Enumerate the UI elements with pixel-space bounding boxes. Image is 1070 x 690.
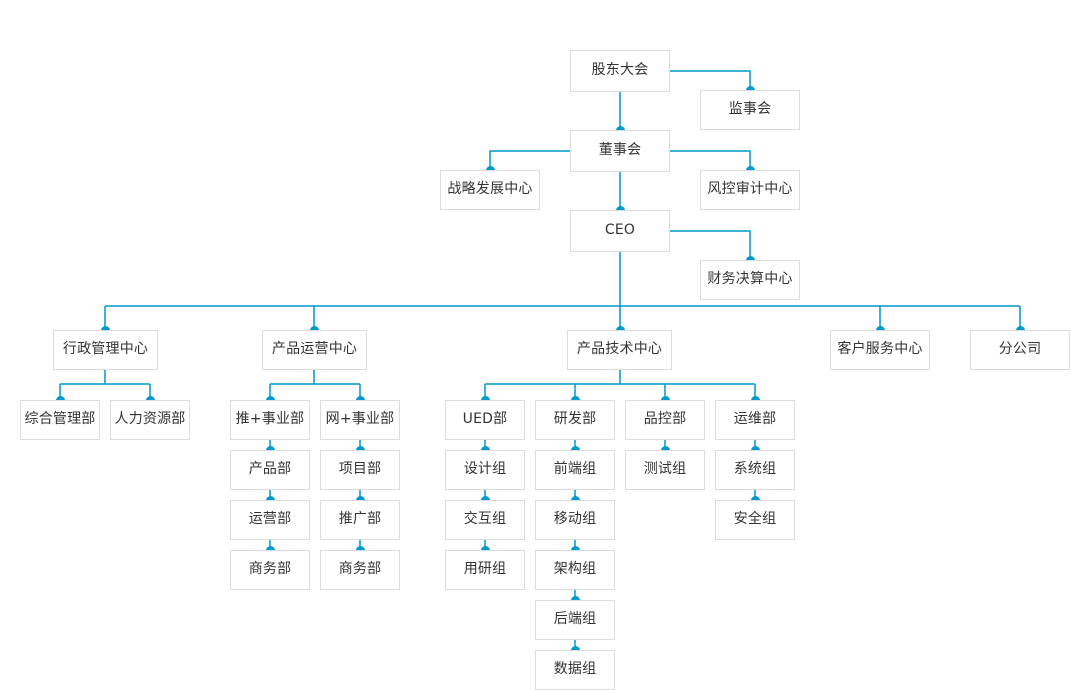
node-interaction-group[interactable]: 交互组 (445, 500, 525, 540)
node-finance-settlement-center[interactable]: 财务决算中心 (700, 260, 800, 300)
node-operations-dept[interactable]: 运营部 (230, 500, 310, 540)
node-board-of-directors[interactable]: 董事会 (570, 130, 670, 172)
node-promotion-dept[interactable]: 推广部 (320, 500, 400, 540)
wire-admin-trunk (59, 370, 151, 400)
node-product-operations-center[interactable]: 产品运营中心 (262, 330, 367, 370)
node-product-dept[interactable]: 产品部 (230, 450, 310, 490)
node-strategy-development-center[interactable]: 战略发展中心 (440, 170, 540, 210)
node-product-technology-center[interactable]: 产品技术中心 (567, 330, 672, 370)
node-business-dept-a[interactable]: 商务部 (230, 550, 310, 590)
node-tui-plus-business-unit[interactable]: 推+事业部 (230, 400, 310, 440)
node-supervisory-board[interactable]: 监事会 (700, 90, 800, 130)
node-risk-audit-center[interactable]: 风控审计中心 (700, 170, 800, 210)
node-ops-dept[interactable]: 运维部 (715, 400, 795, 440)
wire-board-to-strategy (489, 150, 570, 170)
node-design-group[interactable]: 设计组 (445, 450, 525, 490)
node-test-group[interactable]: 测试组 (625, 450, 705, 490)
node-general-management-dept[interactable]: 综合管理部 (20, 400, 100, 440)
node-wang-plus-business-unit[interactable]: 网+事业部 (320, 400, 400, 440)
node-branch-company[interactable]: 分公司 (970, 330, 1070, 370)
node-system-group[interactable]: 系统组 (715, 450, 795, 490)
node-frontend-group[interactable]: 前端组 (535, 450, 615, 490)
node-business-dept-b[interactable]: 商务部 (320, 550, 400, 590)
node-qa-dept[interactable]: 品控部 (625, 400, 705, 440)
node-security-group[interactable]: 安全组 (715, 500, 795, 540)
node-architecture-group[interactable]: 架构组 (535, 550, 615, 590)
wire-product-ops-trunk (269, 370, 361, 400)
node-mobile-group[interactable]: 移动组 (535, 500, 615, 540)
wire-product-tech-trunk (484, 370, 756, 400)
node-project-dept[interactable]: 项目部 (320, 450, 400, 490)
node-ued-dept[interactable]: UED部 (445, 400, 525, 440)
node-admin-management-center[interactable]: 行政管理中心 (53, 330, 158, 370)
node-data-group[interactable]: 数据组 (535, 650, 615, 690)
node-backend-group[interactable]: 后端组 (535, 600, 615, 640)
node-ceo[interactable]: CEO (570, 210, 670, 252)
node-human-resources-dept[interactable]: 人力资源部 (110, 400, 190, 440)
wire-board-to-risk-audit (670, 150, 751, 170)
wire-ceo-to-finance (670, 230, 751, 260)
node-customer-service-center[interactable]: 客户服务中心 (830, 330, 930, 370)
node-shareholders-meeting[interactable]: 股东大会 (570, 50, 670, 92)
node-user-research-group[interactable]: 用研组 (445, 550, 525, 590)
node-rd-dept[interactable]: 研发部 (535, 400, 615, 440)
wire-shareholders-to-supervisory (670, 70, 751, 90)
